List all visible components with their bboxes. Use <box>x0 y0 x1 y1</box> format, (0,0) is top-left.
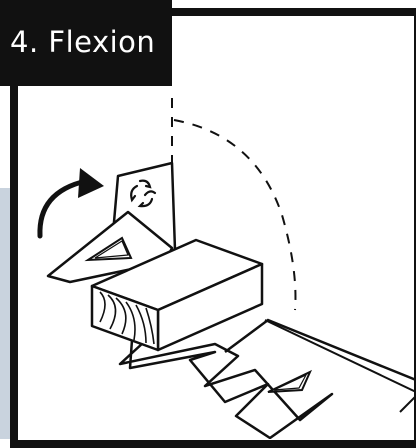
step-label: 4. Flexion <box>0 0 172 86</box>
wooden-block <box>90 238 264 352</box>
flexion-illustration <box>37 98 416 439</box>
lower-strip <box>118 330 334 439</box>
rotate-arrows-icon <box>130 179 157 208</box>
step-title: 4. Flexion <box>10 25 156 59</box>
curved-arrow-icon <box>37 168 104 239</box>
left-edge-strip <box>0 188 12 439</box>
dashed-rotation-guide <box>171 98 297 311</box>
